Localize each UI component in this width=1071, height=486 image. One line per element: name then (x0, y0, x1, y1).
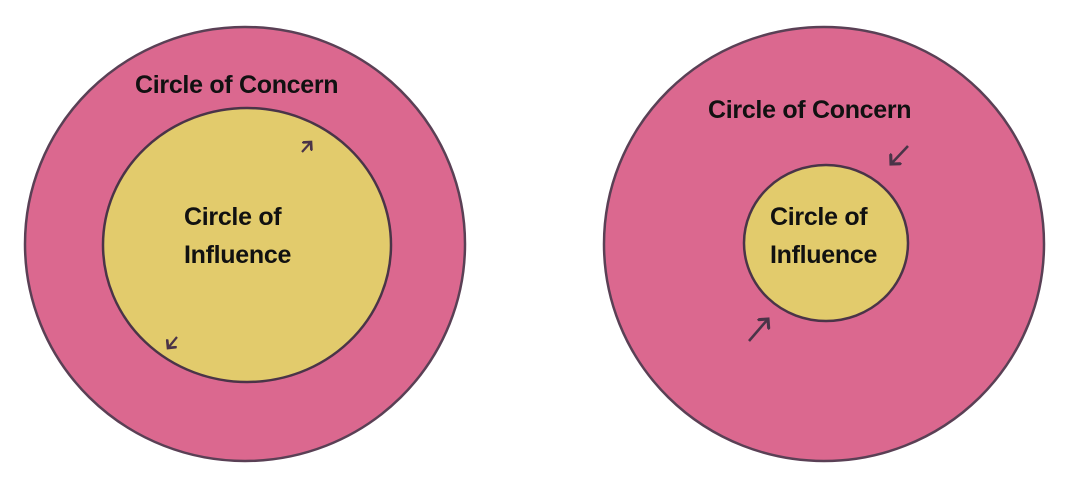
left-influence-label-line1: Circle of (184, 203, 282, 231)
left-diagram (23, 25, 467, 463)
left-arrow-up-right-icon (301, 142, 311, 153)
right-influence-label-line1: Circle of (770, 203, 868, 231)
left-influence-label: Circle of Influence (184, 198, 291, 274)
right-circle-of-influence (742, 163, 910, 323)
right-arrow-inward-bottom-icon (748, 319, 768, 342)
right-arrow-inward-top-icon (891, 145, 909, 164)
right-diagram (602, 25, 1046, 463)
left-concern-label: Circle of Concern (135, 71, 339, 99)
right-influence-label-line2: Influence (770, 241, 878, 269)
right-influence-label: Circle of Influence (770, 198, 877, 274)
left-influence-label-line2: Influence (184, 241, 292, 269)
left-arrow-down-left-icon (168, 336, 178, 348)
right-concern-label: Circle of Concern (708, 96, 912, 124)
left-circle-of-influence (101, 106, 393, 384)
